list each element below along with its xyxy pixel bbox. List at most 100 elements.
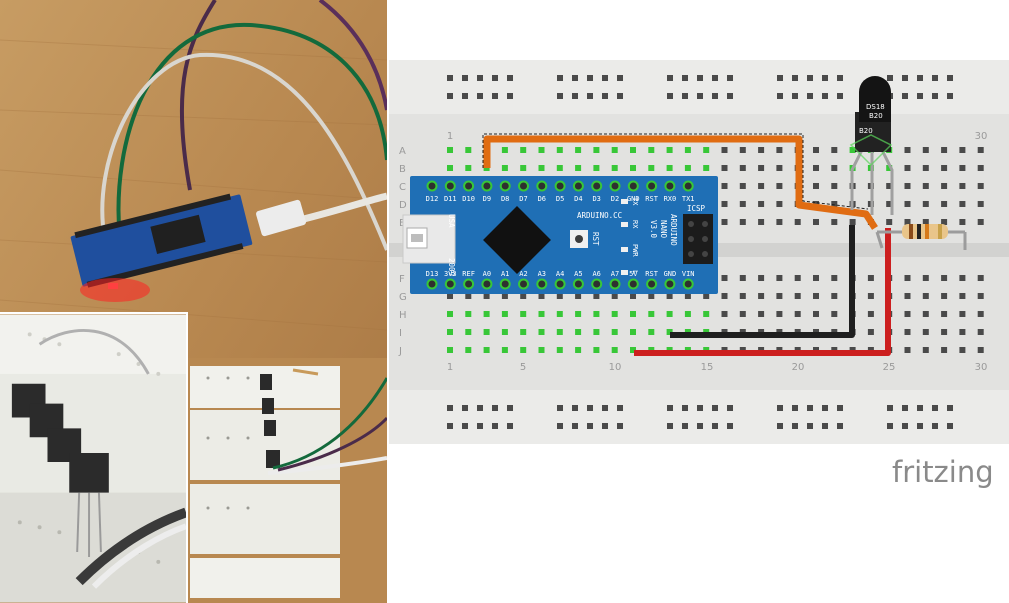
breadboard-hole: [630, 165, 636, 171]
ground-wire: [670, 225, 855, 338]
breadboard-hole: [538, 311, 545, 317]
led-label: TX: [631, 197, 639, 206]
nano-pin-label-bottom: A0: [483, 270, 491, 278]
breadboard-hole: [776, 311, 783, 317]
breadboard-hole: [739, 147, 746, 153]
breadboard-hole: [611, 293, 618, 299]
breadboard-hole: [932, 405, 938, 411]
breadboard-hole: [556, 293, 563, 299]
breadboard-hole: [758, 293, 765, 299]
breadboard-hole: [739, 219, 746, 225]
led-label: L: [631, 270, 639, 274]
nano-pins: [426, 180, 694, 290]
nano-pin: [481, 278, 493, 290]
breadboard-hole: [617, 405, 623, 411]
row-label: F: [399, 274, 405, 285]
breadboard-hole: [758, 311, 765, 317]
breadboard-hole: [886, 183, 893, 189]
breadboard-hole: [959, 201, 966, 207]
col-label-bottom: 1: [447, 362, 453, 373]
breadboard-hole: [776, 201, 783, 207]
breadboard-hole: [959, 219, 966, 225]
breadboard-hole: [794, 219, 801, 225]
nano-pin: [572, 180, 584, 192]
breadboard-hole: [941, 311, 948, 317]
breadboard-hole: [447, 147, 453, 153]
breadboard-hole: [465, 347, 472, 353]
breadboard-hole: [575, 147, 582, 153]
nano-pin: [518, 278, 529, 290]
breadboard-hole: [822, 75, 828, 81]
breadboard-hole: [904, 293, 911, 299]
breadboard-hole: [867, 293, 874, 299]
breadboard-hole: [904, 165, 911, 171]
breadboard-hole: [630, 347, 636, 353]
led-label: RX: [631, 220, 639, 229]
breadboard-hole: [902, 93, 908, 99]
breadboard-hole: [520, 311, 527, 317]
breadboard-hole: [682, 75, 688, 81]
breadboard-hole: [465, 165, 472, 171]
breadboard-hole: [575, 311, 582, 317]
breadboard-hole: [538, 147, 545, 153]
nano-pin-label-bottom: REF: [462, 270, 475, 278]
breadboard-hole: [776, 293, 783, 299]
nano-pin: [591, 278, 603, 290]
breadboard-hole: [941, 219, 948, 225]
breadboard-hole: [758, 201, 765, 207]
breadboard-hole: [462, 75, 468, 81]
breadboard-hole: [792, 93, 798, 99]
breadboard-hole: [959, 147, 966, 153]
nano-pin: [627, 278, 639, 290]
breadboard-hole: [831, 275, 838, 281]
row-label: I: [399, 328, 402, 339]
icsp-header: [683, 214, 713, 264]
top-power-rail: [389, 60, 1009, 114]
breadboard-hole: [447, 311, 453, 317]
nano-pin: [591, 180, 603, 192]
breadboard-hole: [703, 311, 710, 317]
nano-pin: [554, 278, 566, 290]
breadboard-hole: [462, 423, 468, 429]
row-label: H: [399, 310, 407, 321]
status-leds: TX RX PWR L: [621, 197, 639, 275]
breadboard-hole: [483, 347, 490, 353]
breadboard-hole: [822, 93, 828, 99]
breadboard-hole: [977, 147, 984, 153]
breadboard-hole: [447, 75, 453, 81]
nano-pin-label-bottom: RST: [645, 270, 658, 278]
photo-collage: [0, 0, 387, 603]
ds18b20-sensor: B20 DS18 B20: [849, 76, 894, 215]
breadboard-hole: [739, 275, 746, 281]
nano-pin-label-bottom: A3: [538, 270, 546, 278]
nano-pin-label-top: D8: [501, 195, 509, 203]
usb-port-slot: [411, 234, 423, 242]
breadboard-hole: [587, 93, 593, 99]
breadboard-hole: [712, 405, 718, 411]
breadboard-hole: [758, 147, 765, 153]
icsp-label: ICSP: [687, 204, 706, 213]
power-wire: [634, 228, 891, 356]
breadboard-hole: [941, 329, 948, 335]
breadboard-hole: [556, 347, 563, 353]
breadboard-hole: [792, 405, 798, 411]
breadboard-hole: [477, 405, 483, 411]
nano-pin-label-bottom: D13: [426, 270, 439, 278]
nano-pin: [444, 278, 456, 290]
col-label-bottom: 10: [609, 362, 622, 373]
photo-breadboard-overview: [188, 358, 387, 603]
breadboard-hole: [904, 347, 911, 353]
breadboard-hole: [739, 293, 746, 299]
breadboard-hole: [593, 329, 600, 335]
breadboard-hole: [727, 405, 733, 411]
breadboard-hole: [648, 147, 655, 153]
breadboard-hole: [776, 147, 783, 153]
nano-pin-label-bottom: A5: [574, 270, 582, 278]
fritzing-breadboard-diagram: A B C D E F G H I J 1 30 1 5 10 15 20 25…: [389, 60, 1009, 489]
col-label-top: 1: [447, 131, 453, 142]
nano-pin: [463, 278, 475, 290]
row-label: D: [399, 200, 407, 211]
breadboard-hole: [947, 93, 953, 99]
breadboard-hole: [977, 329, 984, 335]
led-label: PWR: [631, 244, 639, 257]
